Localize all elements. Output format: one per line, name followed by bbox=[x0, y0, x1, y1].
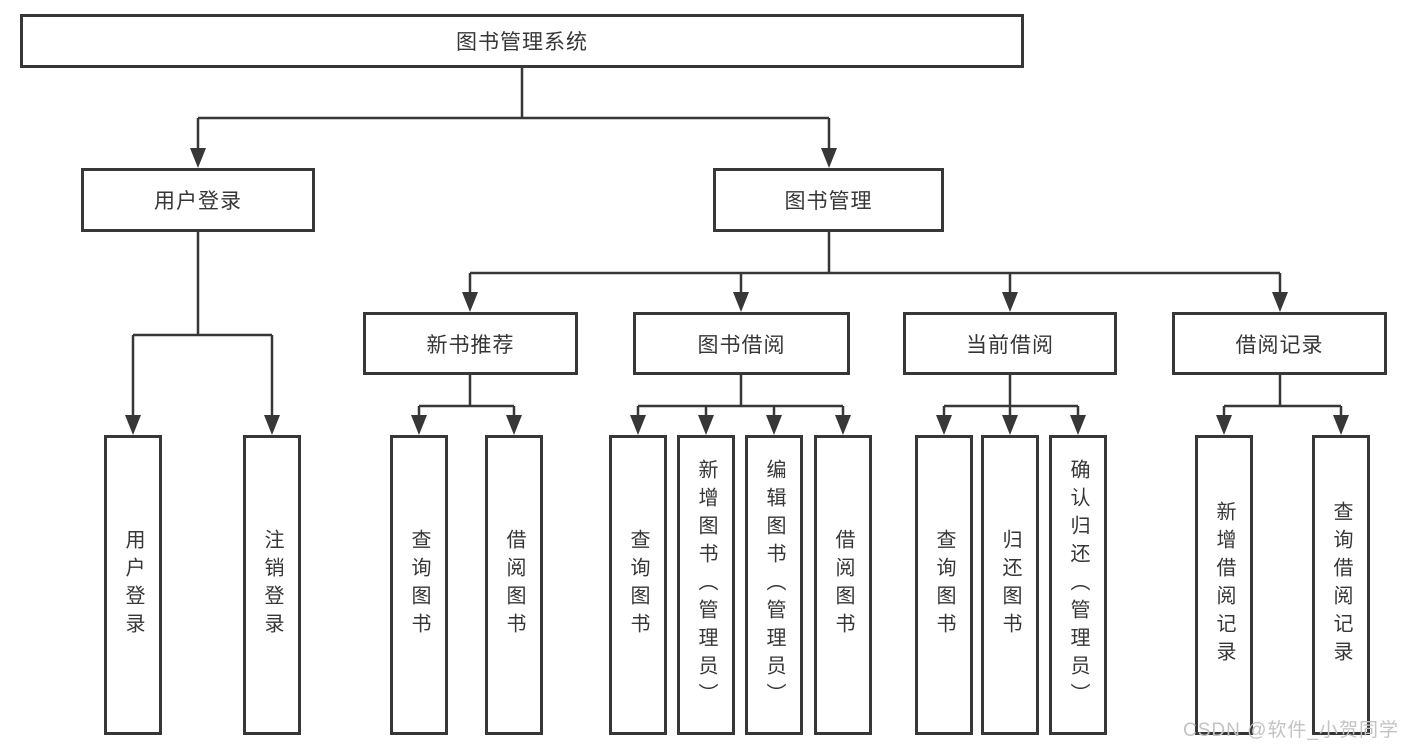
node-book-borrowing: 图书借阅 bbox=[633, 312, 850, 375]
node-label: 图书借阅 bbox=[697, 333, 786, 357]
leaf-label: 借阅图书 bbox=[503, 529, 525, 641]
node-borrowing-records: 借阅记录 bbox=[1172, 312, 1387, 375]
leaf-label: 用户登录 bbox=[122, 529, 144, 641]
connector-new-books-to-leaves bbox=[417, 375, 516, 417]
leaf-label: 注销登录 bbox=[261, 529, 283, 641]
node-current-borrowing: 当前借阅 bbox=[903, 312, 1117, 375]
leaf-label: 借阅图书 bbox=[832, 529, 854, 641]
leaf-return-books: 归还图书 bbox=[981, 435, 1039, 735]
leaf-label: 查询图书 bbox=[627, 529, 649, 641]
connector-book-mgmt-to-sections bbox=[468, 232, 1282, 294]
leaf-search-books-current: 查询图书 bbox=[915, 435, 973, 735]
connector-root-to-level2 bbox=[196, 68, 831, 150]
leaf-logout: 注销登录 bbox=[243, 435, 301, 735]
leaf-confirm-return-admin: 确认归还（管理员） bbox=[1049, 435, 1107, 735]
leaf-label: 新增借阅记录 bbox=[1213, 501, 1235, 669]
leaf-label: 新增图书（管理员） bbox=[695, 459, 717, 711]
leaf-borrow-books-new: 借阅图书 bbox=[485, 435, 543, 735]
leaf-search-books-new: 查询图书 bbox=[390, 435, 448, 735]
connector-user-login-to-leaves bbox=[131, 232, 274, 417]
node-label: 借阅记录 bbox=[1235, 333, 1324, 357]
node-new-book-recommendation: 新书推荐 bbox=[363, 312, 578, 375]
node-book-management: 图书管理 bbox=[713, 168, 944, 232]
leaf-add-books-admin: 新增图书（管理员） bbox=[677, 435, 735, 735]
leaf-label: 确认归还（管理员） bbox=[1067, 459, 1089, 711]
leaf-user-login: 用户登录 bbox=[104, 435, 162, 735]
leaf-add-borrow-record: 新增借阅记录 bbox=[1195, 435, 1253, 735]
connector-borrow-records-to-leaves bbox=[1222, 375, 1343, 417]
leaf-label: 归还图书 bbox=[999, 529, 1021, 641]
node-label: 图书管理系统 bbox=[456, 31, 588, 54]
node-label: 用户登录 bbox=[154, 190, 242, 213]
node-label: 图书管理 bbox=[784, 190, 873, 213]
arrowheads bbox=[125, 148, 1349, 435]
leaf-search-books-borrow: 查询图书 bbox=[609, 435, 667, 735]
node-label: 当前借阅 bbox=[966, 333, 1054, 357]
connector-book-borrow-to-leaves bbox=[636, 375, 845, 417]
node-library-management-system: 图书管理系统 bbox=[20, 14, 1024, 68]
connector-current-borrow-to-leaves bbox=[942, 375, 1080, 417]
node-label: 新书推荐 bbox=[426, 333, 515, 357]
leaf-edit-books-admin: 编辑图书（管理员） bbox=[745, 435, 803, 735]
leaf-label: 编辑图书（管理员） bbox=[763, 459, 785, 711]
leaf-label: 查询借阅记录 bbox=[1330, 501, 1352, 669]
leaf-borrow-books: 借阅图书 bbox=[814, 435, 872, 735]
leaf-label: 查询图书 bbox=[933, 529, 955, 641]
node-user-login: 用户登录 bbox=[81, 168, 315, 232]
leaf-search-borrow-record: 查询借阅记录 bbox=[1312, 435, 1370, 735]
leaf-label: 查询图书 bbox=[408, 529, 430, 641]
